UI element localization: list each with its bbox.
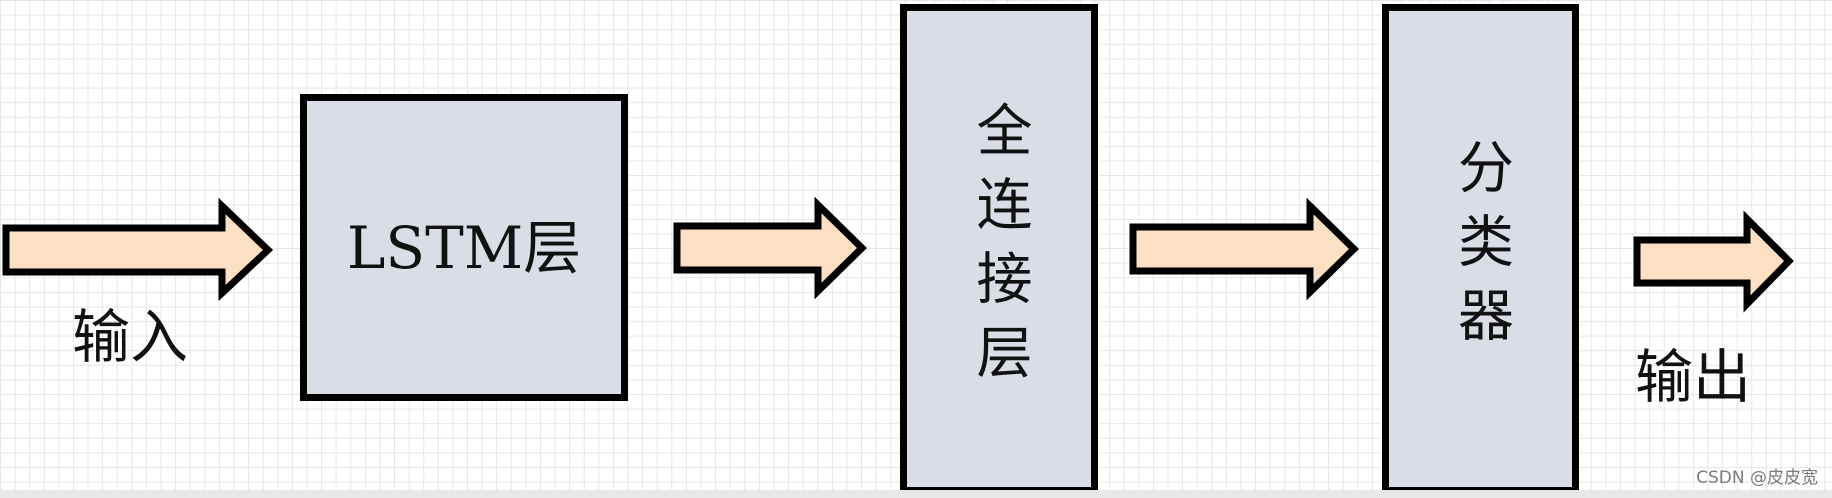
arrow-lstm-to-fc: [673, 196, 868, 300]
output-label: 输出: [1635, 343, 1752, 411]
classifier-box: 分类器: [1382, 4, 1579, 494]
arrow-output: [1633, 210, 1794, 313]
input-label: 输入: [72, 303, 189, 371]
watermark: CSDN @皮皮宽: [1696, 468, 1818, 488]
arrow-input-to-lstm: [2, 197, 274, 302]
bottom-strip: [0, 490, 1832, 498]
fully-connected-layer-box: 全连接层: [900, 4, 1098, 494]
lstm-layer-label: LSTM层: [346, 213, 582, 282]
lstm-layer-box: LSTM层: [300, 94, 628, 401]
arrow-fc-to-classifier: [1129, 197, 1360, 301]
fully-connected-layer-label: 全连接层: [967, 101, 1032, 397]
classifier-label: 分类器: [1448, 138, 1514, 360]
